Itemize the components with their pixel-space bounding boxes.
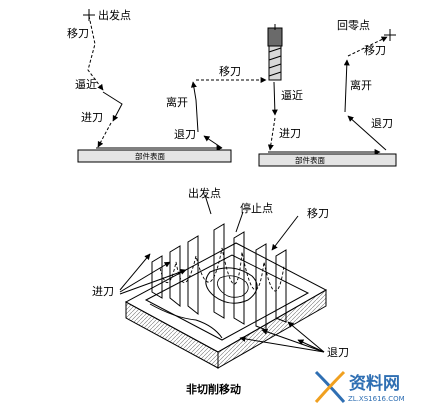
rapid-label-mid: 移刀 xyxy=(219,65,241,78)
retract-move-path-mid xyxy=(203,135,223,149)
panel-right: 回零点 移刀 离开 退刀 xyxy=(337,19,396,151)
approach-move-path-mid xyxy=(271,81,278,116)
rapid-label: 移刀 xyxy=(67,27,89,40)
depart-move-path xyxy=(190,81,199,133)
cutting-path-zigzag xyxy=(159,247,285,292)
depart-label-right: 离开 xyxy=(350,78,372,92)
rapid-move-path-right xyxy=(347,36,388,57)
return-point-label: 回零点 xyxy=(337,19,370,32)
rapid-label-3d: 移刀 xyxy=(307,207,329,220)
watermark-url: ZL.XS1616.COM xyxy=(348,395,405,403)
approach-label-mid: 逼近 xyxy=(281,89,303,102)
retract-leaders-3d xyxy=(239,321,325,353)
start-point-leader xyxy=(204,194,212,215)
return-point-cross xyxy=(384,29,396,41)
figure-caption: 非切削移动 xyxy=(186,382,241,396)
watermark-x-icon xyxy=(314,370,346,403)
retract-label-mid: 退刀 xyxy=(174,128,196,141)
start-point-label: 出发点 xyxy=(98,8,131,22)
depart-label: 离开 xyxy=(166,95,188,109)
stop-point-label-3d: 停止点 xyxy=(240,201,273,215)
pocket-outline xyxy=(144,254,310,341)
retract-label-right: 退刀 xyxy=(371,117,393,130)
end-mill-tool-icon xyxy=(267,24,283,81)
rapid-move-path xyxy=(87,15,104,91)
workpiece-3d-diagram: 出发点 停止点 移刀 进刀 退刀 xyxy=(92,186,349,369)
start-point-label-3d: 出发点 xyxy=(188,186,221,200)
retract-label-3d: 退刀 xyxy=(327,346,349,359)
stop-point-leader xyxy=(235,211,244,233)
plunge-move-path xyxy=(97,122,112,148)
approach-move-path xyxy=(102,91,123,122)
panel-middle: 离开 移刀 逼近 进刀 退刀 部件表面 xyxy=(166,24,397,167)
watermark-logo: 资料网 ZL.XS1616.COM xyxy=(314,370,405,403)
part-surface-plate xyxy=(77,149,232,163)
plunge-label: 进刀 xyxy=(81,111,103,124)
plunge-leaders-3d xyxy=(119,253,187,295)
plunge-label-3d: 进刀 xyxy=(92,285,114,298)
rapid-move-leader-3d xyxy=(271,215,299,251)
panel-left: 出发点 移刀 逼近 进刀 部件表面 xyxy=(67,8,232,163)
plunge-label-mid: 进刀 xyxy=(279,127,301,140)
retract-move-path-right xyxy=(347,115,387,151)
part-surface-label-mid: 部件表面 xyxy=(295,155,325,165)
pocket-island-inner xyxy=(217,275,249,298)
depart-move-path-right xyxy=(343,59,350,113)
watermark-brand: 资料网 xyxy=(349,373,400,394)
part-surface-label: 部件表面 xyxy=(135,151,165,161)
rapid-label-right: 移刀 xyxy=(364,44,386,57)
plunge-move-path-mid xyxy=(267,117,276,151)
start-point-cross xyxy=(83,9,95,21)
workpiece-block-side xyxy=(217,289,327,369)
part-surface-plate-mid xyxy=(258,153,397,167)
pocket-floor-curve xyxy=(149,303,223,339)
approach-label: 逼近 xyxy=(75,78,97,91)
